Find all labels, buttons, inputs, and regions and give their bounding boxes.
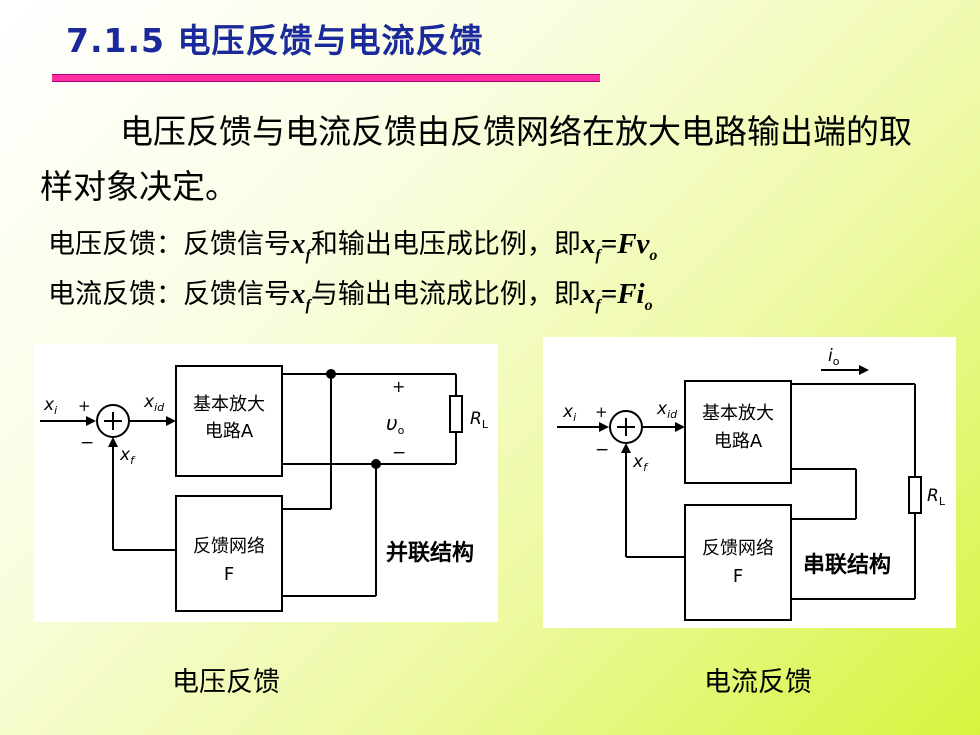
- rl-label: RL: [470, 409, 489, 431]
- vo-label: oυo: [386, 411, 405, 437]
- summing-junction-icon: [609, 410, 643, 444]
- load-resistor-icon: [908, 476, 922, 514]
- vo-plus: +: [392, 377, 405, 396]
- fb-label-2: F: [733, 566, 743, 587]
- feedback-box: [175, 495, 283, 612]
- feedback-box: [684, 504, 792, 621]
- caption-voltage-feedback: 电压反馈: [172, 667, 280, 698]
- def-current-mid: 与输出电流成比例，即: [310, 279, 581, 310]
- summing-junction-icon: [96, 404, 130, 438]
- voltage-feedback-diagram: xi + − xid 基本放大 电路A RL + oυo − 反馈网络 F xf…: [34, 344, 498, 622]
- current-formula: xf=Fio: [580, 278, 653, 314]
- parallel-structure-label: 并联结构: [386, 540, 474, 566]
- plus-sign: +: [78, 397, 91, 415]
- plus-sign: +: [595, 403, 608, 421]
- xid-label: xid: [143, 392, 165, 414]
- voltage-feedback-definition: 电压反馈：反馈信号xf和输出电压成比例，即xf=Fvo: [48, 222, 657, 265]
- fb-label-1: 反馈网络: [193, 536, 265, 557]
- voltage-formula: xf=Fvo: [580, 228, 658, 264]
- current-feedback-diagram: io xi + − xid 基本放大 电路A RL 反馈网络 F xf 串联结构: [543, 337, 956, 628]
- amp-label-2: 电路A: [205, 421, 254, 442]
- amplifier-box: [684, 380, 792, 484]
- intro-paragraph: 电压反馈与电流反馈由反馈网络在放大电路输出端的取样对象决定。: [40, 104, 940, 214]
- def-voltage-label: 电压反馈：反馈信号: [48, 229, 291, 260]
- amp-label-1: 基本放大: [193, 394, 265, 415]
- minus-sign: −: [595, 440, 609, 460]
- fb-label-1: 反馈网络: [702, 538, 774, 559]
- xf-symbol: xf: [291, 278, 311, 314]
- title-underline: [52, 74, 600, 82]
- current-feedback-definition: 电流反馈：反馈信号xf与输出电流成比例，即xf=Fio: [48, 272, 653, 315]
- fb-label-2: F: [224, 564, 234, 585]
- xf-label: xf: [632, 452, 649, 474]
- io-label: io: [828, 346, 840, 368]
- amp-label-2: 电路A: [714, 431, 763, 452]
- minus-sign: −: [80, 433, 94, 453]
- page-title: 7.1.5 电压反馈与电流反馈: [66, 21, 484, 60]
- xi-label: xi: [562, 402, 576, 424]
- def-current-label: 电流反馈：反馈信号: [48, 279, 291, 310]
- def-voltage-mid: 和输出电压成比例，即: [310, 229, 581, 260]
- rl-label: RL: [927, 486, 946, 508]
- xid-label: xid: [656, 399, 678, 421]
- load-resistor-icon: [449, 395, 463, 433]
- intro-text: 电压反馈与电流反馈由反馈网络在放大电路输出端的取样对象决定。: [40, 112, 912, 206]
- xi-label: xi: [43, 395, 57, 417]
- series-structure-label: 串联结构: [803, 552, 891, 578]
- vo-minus: −: [392, 443, 406, 463]
- xf-symbol: xf: [291, 228, 311, 264]
- amplifier-box: [175, 365, 283, 477]
- xf-label: xf: [119, 445, 136, 467]
- amp-label-1: 基本放大: [702, 403, 774, 424]
- caption-current-feedback: 电流反馈: [704, 667, 812, 698]
